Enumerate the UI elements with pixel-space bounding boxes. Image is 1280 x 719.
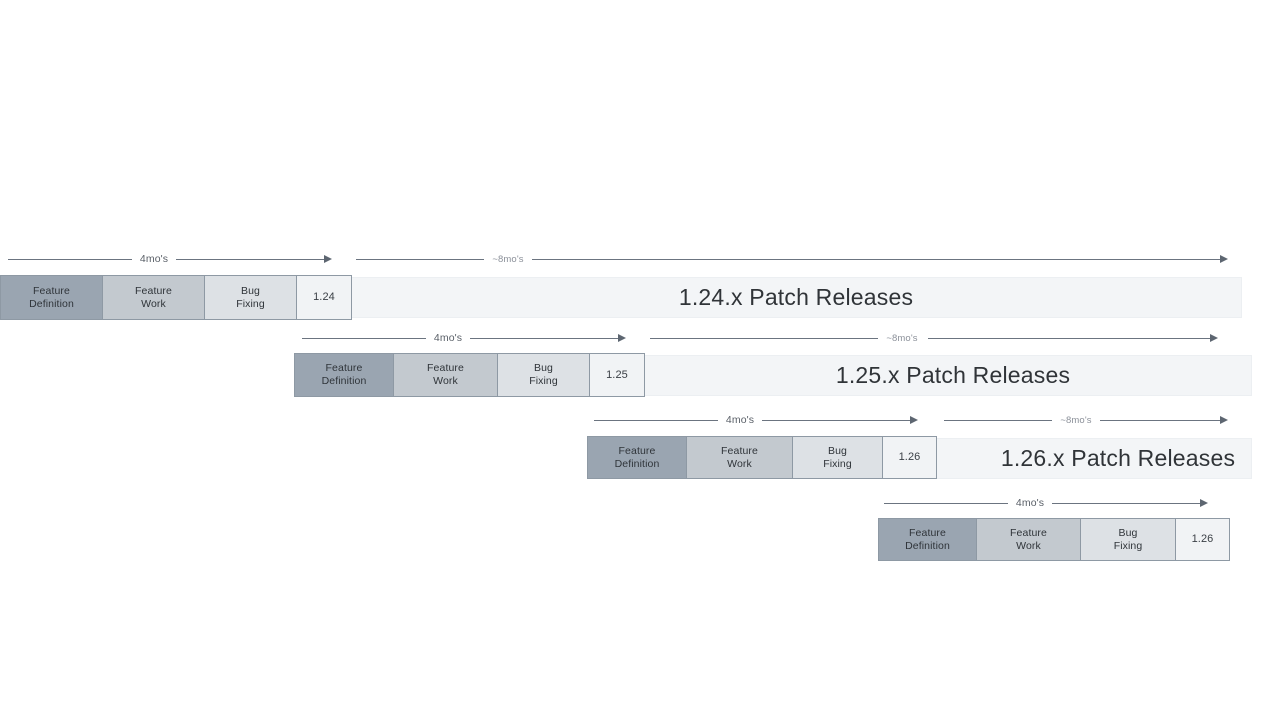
phase-label-line: Bug: [241, 284, 260, 297]
patch-duration-arrow-2-line-right: [1100, 420, 1220, 421]
phase-label-line: Definition: [614, 457, 660, 470]
dev-duration-arrow-3-arrowhead-icon: [1200, 499, 1208, 507]
phase-segment-version: 1.25: [590, 353, 645, 397]
phase-label-line: Bug: [534, 362, 553, 374]
phase-segment-version: 1.24: [297, 275, 352, 320]
duration-arrows-1.24-0: 4mo's ~8mo's: [0, 250, 1280, 270]
phase-label-line: Feature: [909, 526, 946, 539]
dev-duration-arrow-3-line-left: [884, 503, 1008, 504]
duration-arrows-1.26-2: 4mo's ~8mo's: [0, 411, 1280, 431]
phase-label-line: Feature: [618, 444, 656, 457]
phase-label-line: Fixing: [236, 297, 265, 310]
patch-duration-arrow-0-label: ~8mo's: [492, 254, 524, 265]
patch-duration-arrow-1-label: ~8mo's: [886, 333, 918, 344]
patch-release-label: 1.26.x Patch Releases: [1000, 445, 1236, 471]
dev-duration-arrow-3-line-right: [1052, 503, 1200, 504]
phase-label-line: Feature: [1010, 526, 1047, 539]
phase-label-line: Fixing: [823, 457, 852, 470]
phase-segment-version: 1.26: [883, 436, 937, 479]
phase-label-line: Fixing: [1113, 539, 1143, 552]
dev-duration-arrow-0-label: 4mo's: [139, 253, 169, 265]
dev-duration-arrow-1-arrowhead-icon: [618, 334, 626, 342]
phase-label-line: Work: [1016, 539, 1041, 552]
patch-duration-arrow-2-line-left: [944, 420, 1052, 421]
dev-duration-arrow-2-arrowhead-icon: [910, 416, 918, 424]
patch-duration-arrow-0-arrowhead-icon: [1220, 255, 1228, 263]
phase-label-line: Work: [433, 375, 458, 387]
version-label: 1.26: [1191, 533, 1214, 545]
dev-duration-arrow-2-label: 4mo's: [725, 414, 755, 426]
phase-label-line: Feature: [427, 362, 464, 374]
patch-release-band-1.25: 1.25.x Patch Releases: [294, 355, 1252, 396]
phase-label-line: Fixing: [529, 375, 558, 387]
phase-label-line: Feature: [135, 284, 172, 297]
patch-release-label: 1.24.x Patch Releases: [678, 284, 914, 310]
phase-label-line: Feature: [721, 444, 758, 457]
patch-duration-arrow-1-arrowhead-icon: [1210, 334, 1218, 342]
dev-duration-arrow-1-line-right: [470, 338, 618, 339]
dev-duration-arrow-2-line-left: [594, 420, 718, 421]
patch-duration-arrow-1-line-left: [650, 338, 878, 339]
dev-duration-arrow-1-label: 4mo's: [433, 332, 463, 344]
phase-label-line: Definition: [905, 539, 950, 552]
patch-release-label: 1.25.x Patch Releases: [835, 362, 1071, 388]
patch-duration-arrow-2-label: ~8mo's: [1060, 415, 1092, 426]
duration-arrows-1.25-1: 4mo's ~8mo's: [0, 329, 1280, 349]
phase-label-line: Definition: [29, 297, 74, 310]
patch-duration-arrow-0-line-right: [532, 259, 1220, 260]
dev-duration-arrow-1-line-left: [302, 338, 426, 339]
phase-label-line: Bug: [828, 444, 847, 457]
version-label: 1.26: [898, 451, 921, 463]
dev-duration-arrow-0-line-left: [8, 259, 132, 260]
patch-duration-arrow-1-line-right: [928, 338, 1210, 339]
phase-label-line: Feature: [325, 362, 363, 374]
dev-duration-arrow-0-line-right: [176, 259, 324, 260]
phase-label-line: Definition: [321, 375, 367, 387]
dev-duration-arrow-0-arrowhead-icon: [324, 255, 332, 263]
version-label: 1.24: [313, 291, 335, 303]
phase-label-line: Work: [141, 297, 166, 310]
phase-segment-version: 1.26: [1176, 518, 1230, 561]
phase-label-line: Feature: [33, 284, 70, 297]
version-label: 1.25: [606, 368, 628, 381]
duration-arrows-1.26-3: 4mo's: [0, 494, 1280, 514]
phase-label-line: Work: [727, 457, 752, 470]
patch-duration-arrow-0-line-left: [356, 259, 484, 260]
dev-duration-arrow-2-line-right: [762, 420, 910, 421]
dev-duration-arrow-3-label: 4mo's: [1015, 497, 1045, 509]
phase-label-line: Bug: [1118, 526, 1138, 539]
patch-duration-arrow-2-arrowhead-icon: [1220, 416, 1228, 424]
